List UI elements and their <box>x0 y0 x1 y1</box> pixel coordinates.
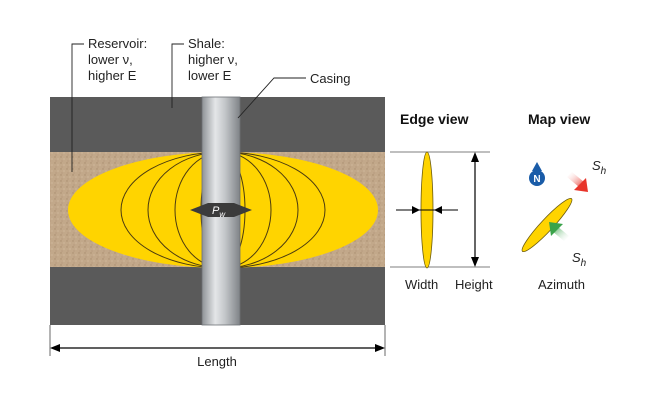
casing-leader <box>237 77 306 119</box>
shale-leader <box>171 43 184 108</box>
shale-label: Shale: higher ν, lower E <box>188 36 242 83</box>
stress-arrow-red <box>567 172 588 192</box>
map-view-header: Map view <box>528 111 590 127</box>
pressure-label: Pw <box>212 205 226 219</box>
edge-view-header: Edge view <box>400 111 469 127</box>
casing-label: Casing <box>310 71 350 86</box>
height-label: Height <box>455 277 493 292</box>
map-view-fracture <box>521 197 573 253</box>
svg-text:N: N <box>533 174 540 185</box>
north-icon: N <box>529 162 545 186</box>
stress-arrow-green <box>549 222 569 241</box>
pressure-arrows <box>190 203 252 217</box>
stress-label-lower: Sh <box>572 250 587 269</box>
length-label: Length <box>197 354 237 369</box>
reservoir-label: Reservoir: lower ν, higher E <box>88 36 151 83</box>
reservoir-leader <box>71 43 84 172</box>
azimuth-label: Azimuth <box>538 277 585 292</box>
width-label: Width <box>405 277 438 292</box>
stress-label-upper: Sh <box>592 158 607 177</box>
